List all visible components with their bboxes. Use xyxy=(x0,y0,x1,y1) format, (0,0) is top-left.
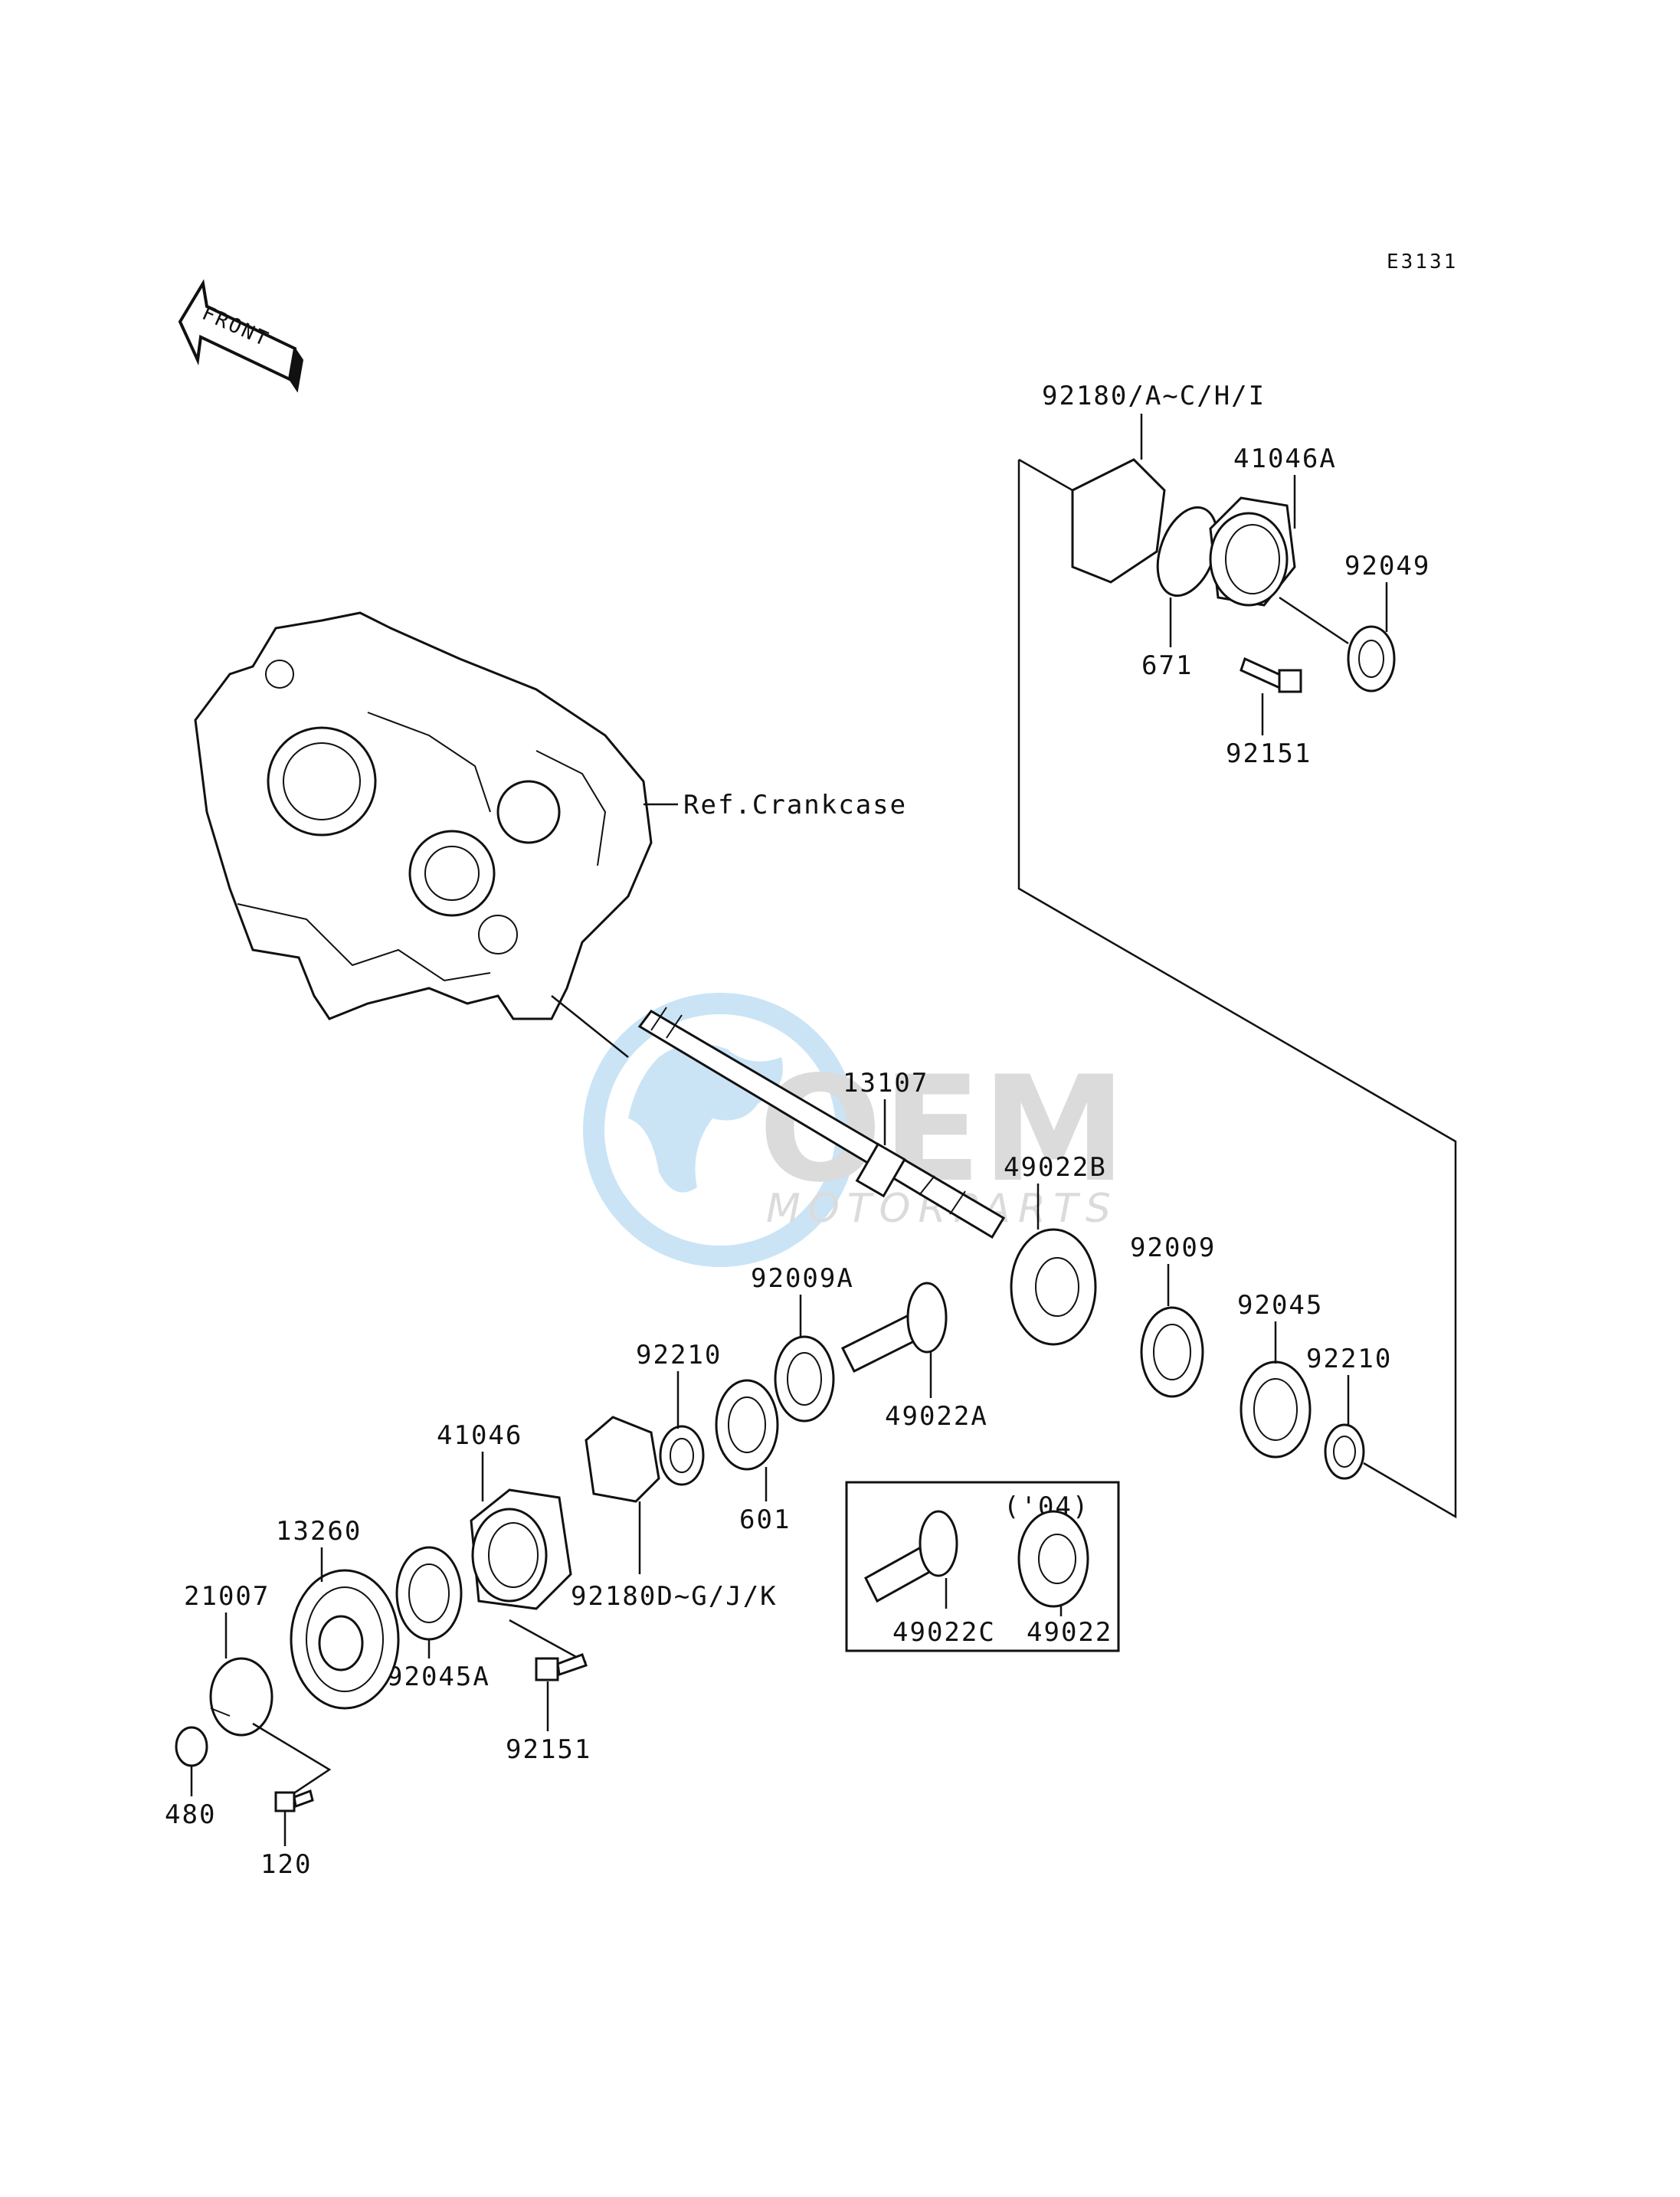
label-49022A: 49022A xyxy=(885,1401,988,1432)
label-120: 120 xyxy=(260,1849,312,1880)
gear-13260 xyxy=(290,1569,400,1710)
housing-41046A xyxy=(1209,496,1296,607)
bearing-92009 xyxy=(1140,1306,1204,1398)
label-92180-top: 92180/A~C/H/I xyxy=(1042,381,1266,411)
label-92180-bottom: 92180D~G/J/K xyxy=(571,1581,778,1612)
ref-crankcase-label: Ref.Crankcase xyxy=(683,790,907,820)
label-92009A: 92009A xyxy=(751,1263,854,1294)
label-41046: 41046 xyxy=(437,1420,522,1451)
bolt-92151-bottom xyxy=(535,1653,588,1681)
label-49022: 49022 xyxy=(1027,1617,1112,1648)
crankcase-illustration xyxy=(194,611,653,1020)
label-92151-bottom: 92151 xyxy=(506,1734,591,1765)
bearing-92045A xyxy=(395,1546,463,1641)
pinion-49022A xyxy=(840,1282,948,1374)
label-92210-left: 92210 xyxy=(636,1340,722,1370)
label-49022C: 49022C xyxy=(892,1617,996,1648)
plate-21007 xyxy=(209,1657,273,1737)
gasket-92180-bottom xyxy=(585,1416,660,1503)
housing-41046 xyxy=(470,1488,572,1610)
label-671: 671 xyxy=(1141,650,1193,681)
seal-92210-right xyxy=(1324,1423,1365,1480)
seal-92210-left xyxy=(659,1425,705,1486)
label-92045A: 92045A xyxy=(387,1662,490,1692)
label-92151-top: 92151 xyxy=(1226,738,1312,769)
bearing-92009A xyxy=(774,1335,835,1423)
label-601: 601 xyxy=(739,1505,791,1535)
label-92210-right: 92210 xyxy=(1306,1344,1392,1374)
label-21007: 21007 xyxy=(184,1581,270,1612)
label-49022B: 49022B xyxy=(1004,1152,1107,1183)
bearing-601 xyxy=(715,1379,779,1471)
label-92049: 92049 xyxy=(1344,551,1430,581)
label-480: 480 xyxy=(165,1799,216,1830)
bolt-92151-top xyxy=(1240,656,1302,693)
shaft-13107 xyxy=(637,1007,1006,1239)
variant-box-04: ('04) 49022C 49022 xyxy=(845,1481,1120,1652)
circlip-480 xyxy=(175,1726,208,1767)
bearing-92045 xyxy=(1240,1360,1312,1459)
seal-92049 xyxy=(1347,625,1396,692)
label-41046A: 41046A xyxy=(1233,444,1337,474)
gasket-92180-top xyxy=(1071,458,1166,584)
gear-49022B xyxy=(1010,1228,1097,1346)
label-13107: 13107 xyxy=(843,1068,928,1098)
screw-120 xyxy=(274,1789,314,1812)
front-arrow-icon: FRONT xyxy=(178,279,304,393)
diagram-code: E3131 xyxy=(1387,250,1458,273)
label-92009: 92009 xyxy=(1130,1233,1216,1263)
label-13260: 13260 xyxy=(276,1516,362,1547)
label-92045: 92045 xyxy=(1237,1290,1323,1321)
